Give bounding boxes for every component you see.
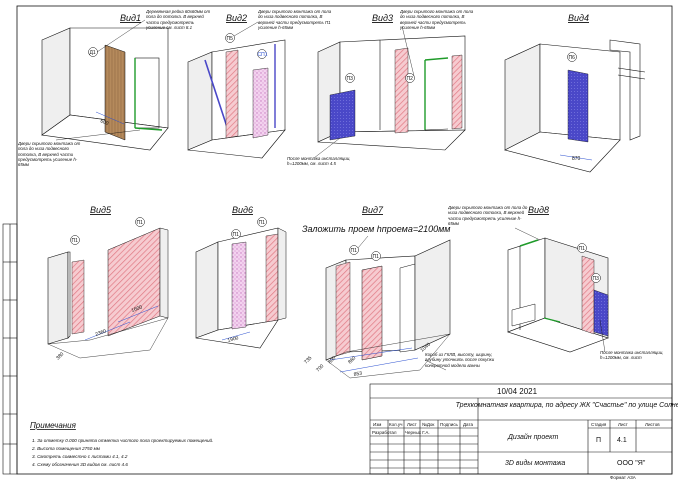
view-5-dim-3: 380 [55, 351, 65, 361]
general-notes: Примечания 1. За отметку 0.000 принята о… [30, 421, 213, 467]
view-6-title: Вид6 [232, 205, 253, 215]
notes-item-1: 1. За отметку 0.000 принята отметка чист… [32, 437, 213, 443]
view-4-title: Вид4 [568, 13, 589, 23]
notes-title: Примечания [30, 421, 77, 430]
view-2: Вид2 П5 СП1 Двери скрытого монтажа от по… [187, 9, 332, 159]
view-7-note-top: Заложить проем hпроема=2100мм [302, 224, 450, 234]
view-2-marker-2: СП1 [258, 52, 268, 58]
view-8-note-bottom: После монтажа инсталляции, h=1200мм, см.… [600, 350, 664, 361]
view-7-dim-6: 700 [315, 363, 325, 373]
view-1-marker: Д1 [90, 50, 96, 56]
view-1-dim: 600 [99, 118, 109, 127]
view-7-note-top-line: Заложить проем hпроема=2100мм [302, 224, 450, 234]
tb-sheet: 4.1 [617, 437, 627, 444]
view-7-dim-5: 1040 [419, 342, 432, 354]
title-project-line: Трехкомнатная квартира, по адресу ЖК "Сч… [456, 401, 678, 409]
view-5-title: Вид5 [90, 205, 112, 215]
tb-header-sign: Подпись [440, 422, 458, 427]
view-5-dim-2: 2360 [95, 328, 108, 338]
view-1-note-bottom: Двери скрытого монтажа от пола до низа п… [18, 141, 81, 168]
view-7-dim-2: 800 [327, 355, 337, 365]
view-7-marker-2: П1 [373, 254, 380, 260]
tb-sheet-header: Лист [618, 422, 628, 427]
view-5-dim: 1600 [131, 304, 144, 314]
tb-header-doc: №Док [422, 422, 434, 427]
binding-strip [2, 223, 18, 475]
view-4-dim: 870 [572, 156, 581, 162]
title-date: 10/04 2021 [497, 387, 538, 396]
tb-format: Формат А3А [610, 475, 636, 480]
view-3-note-top: Двери скрытого монтажа от пола до низа п… [400, 9, 474, 30]
tb-stage: П [596, 437, 601, 444]
view-8-note-top: Двери скрытого монтажа от пола до низа п… [448, 205, 528, 226]
title-block [369, 383, 673, 475]
tb-developer-label: Разработал [372, 430, 397, 435]
view-5-marker-2: П1 [137, 220, 144, 226]
view-7: Вид7 Заложить проем hпроема=2100мм 735 8… [302, 205, 495, 379]
view-7-dim-3: 860 [347, 355, 357, 365]
view-6-marker-2: П1 [259, 220, 266, 226]
view-7-dim-1: 735 [303, 355, 313, 365]
view-4-marker: П6 [569, 55, 576, 61]
view-1-title: Вид1 [120, 13, 141, 23]
notes-item-4: 4. Схему обозначения 3D видов см. лист 4… [32, 462, 128, 467]
tb-header-list: Лист [407, 422, 417, 427]
tb-company: ООО "Я" [617, 460, 646, 467]
view-2-marker: П5 [227, 36, 234, 42]
tb-developer: Черных Г.А. [405, 430, 430, 435]
view-8: Вид8 П1 П3 Двери скрытого монтажа от пол… [448, 205, 664, 361]
view-3-title: Вид3 [372, 13, 393, 23]
view-6-dim: 1900 [227, 335, 240, 344]
view-8-marker-2: П3 [593, 276, 600, 282]
tb-sheet-name: 3D виды монтажа [505, 459, 565, 467]
view-5-marker: П1 [72, 238, 79, 244]
tb-header-izm: Изм [373, 422, 381, 427]
view-8-marker: П1 [579, 246, 586, 252]
view-2-note-top: Двери скрытого монтажа от пола до низа п… [258, 9, 332, 30]
view-1-note-top: Деревянная рейка 60х60мм от пола до пото… [146, 9, 211, 30]
view-7-title: Вид7 [362, 205, 384, 215]
view-4: Вид4 870 П6 [504, 13, 646, 173]
title-project: Трехкомнатная квартира, по адресу ЖК "Сч… [456, 401, 678, 409]
tb-header-kol: Кол.уч [389, 422, 403, 427]
view-3: Вид3 П3 П2 Двери скрытого монтажа от пол… [287, 9, 474, 167]
view-8-title: Вид8 [528, 205, 549, 215]
tb-sheets-header: Листов [645, 422, 660, 427]
view-6: Вид6 1900 П1 П1 [195, 205, 287, 349]
view-3-marker: П3 [347, 76, 354, 82]
view-7-note-bottom: Короб из ГКЛВ, высоту, ширину, глубину у… [425, 352, 495, 368]
view-6-marker: П1 [233, 232, 240, 238]
view-7-dim-4: 853 [353, 371, 362, 378]
tb-stage-header: Стадия [591, 422, 607, 427]
view-5: Вид5 2360 1600 380 П1 П1 [47, 205, 169, 361]
view-7-marker: П1 [351, 248, 358, 254]
view-3-marker-2: П2 [407, 76, 414, 82]
notes-item-2: 2. Высота помещения 2750 мм [31, 446, 101, 451]
view-2-title: Вид2 [226, 13, 247, 23]
tb-header-date: Дата [463, 422, 473, 427]
tb-design-label: Дизайн проект [507, 433, 558, 441]
notes-item-3: 3. Смотреть совместно с листами 4.1, 4.2 [32, 454, 128, 459]
view-1: Вид1 600 Д1 Деревянная рейка 60х60мм от … [18, 9, 211, 168]
view-3-note-bottom: После монтажа инсталляции, h=1200мм, см.… [287, 156, 351, 167]
